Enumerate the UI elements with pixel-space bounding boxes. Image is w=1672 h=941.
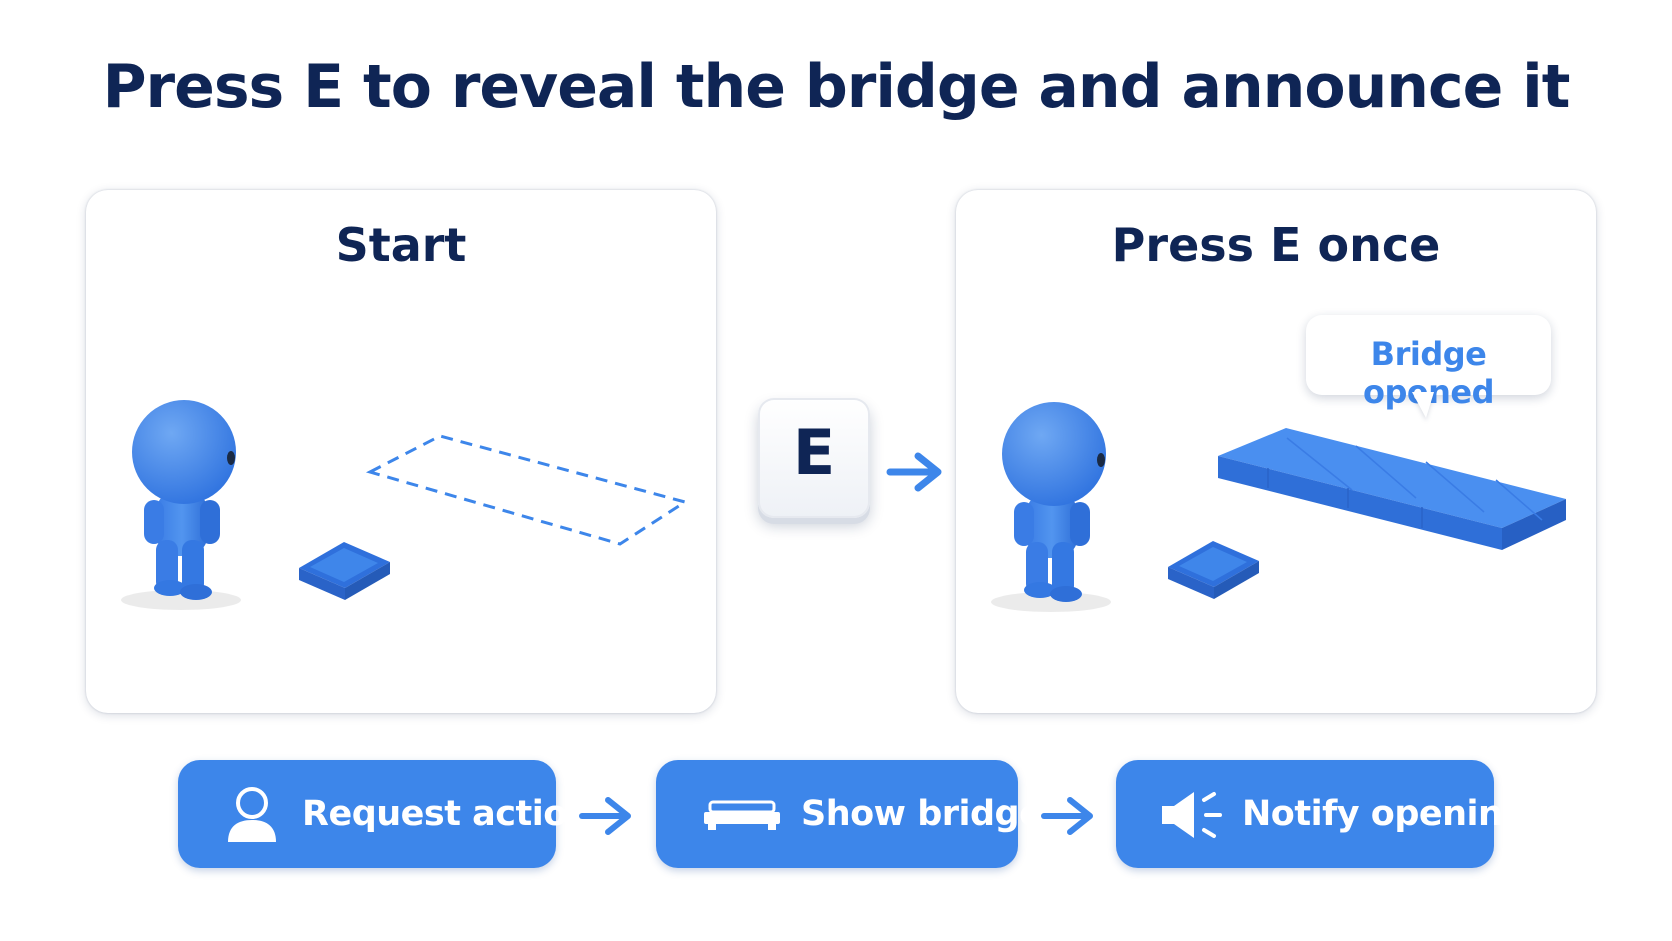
e-key-label: E bbox=[792, 416, 836, 489]
start-scene bbox=[121, 400, 689, 610]
bridge-platform bbox=[1218, 428, 1566, 550]
pressure-plate bbox=[1168, 541, 1259, 599]
after-panel: Press E once bbox=[956, 190, 1596, 713]
step-request-action: Request action bbox=[178, 760, 592, 868]
start-panel-title: Start bbox=[335, 218, 467, 272]
after-scene bbox=[991, 402, 1566, 612]
bridge-outline bbox=[365, 434, 689, 546]
start-panel: Start bbox=[86, 190, 716, 713]
arrow-right-icon bbox=[886, 452, 942, 492]
step-notify-opening: Notify opening bbox=[1116, 760, 1528, 868]
arrow-right-icon bbox=[1041, 797, 1093, 835]
character-figure bbox=[121, 400, 241, 610]
step-label: Show bridge bbox=[801, 794, 1043, 834]
speech-bubble-tail bbox=[1412, 392, 1434, 418]
user-icon bbox=[228, 787, 276, 842]
bridge-icon bbox=[704, 800, 780, 830]
pressure-plate bbox=[299, 542, 390, 600]
after-panel-title: Press E once bbox=[1111, 218, 1441, 272]
arrow-right-icon bbox=[579, 797, 631, 835]
step-show-bridge: Show bridge bbox=[656, 760, 1043, 868]
character-figure bbox=[991, 402, 1111, 612]
step-label: Notify opening bbox=[1242, 794, 1528, 834]
e-key: E bbox=[758, 398, 870, 518]
step-label: Request action bbox=[302, 794, 592, 834]
speaker-icon bbox=[1162, 792, 1222, 838]
page-title: Press E to reveal the bridge and announc… bbox=[102, 52, 1571, 122]
speech-bubble: Bridge opened bbox=[1306, 315, 1551, 411]
